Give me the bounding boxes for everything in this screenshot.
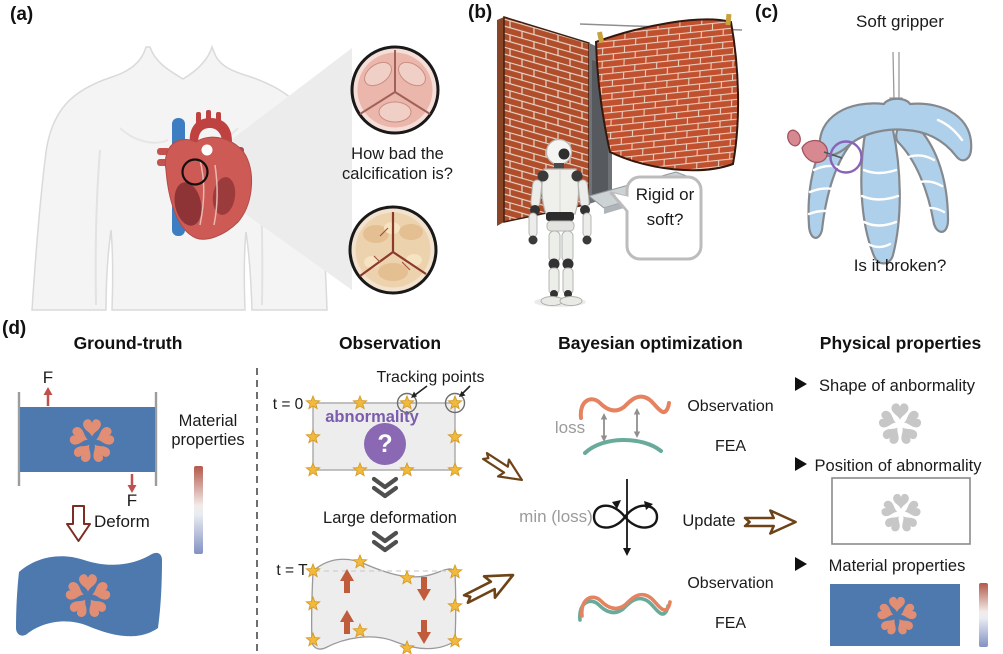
deform-arrow-icon [66, 505, 91, 542]
chevron-down-icon [371, 530, 399, 553]
optimization-loop-icon [592, 479, 659, 556]
tT-shape [310, 558, 457, 650]
material-result-colorbar [979, 583, 988, 647]
observation-curve-matched [580, 592, 672, 618]
bullet-arrow-icon [795, 457, 807, 471]
position-item-label: Position of abnormality [814, 457, 982, 475]
ground-truth-header: Ground-truth [73, 333, 183, 353]
bayesian-graphic [578, 394, 672, 622]
abnormality-label: abnormality [325, 408, 419, 426]
pin-icon [787, 129, 843, 164]
calcified-valve-icon [348, 205, 438, 295]
tracking-pointer-arrows [411, 385, 471, 398]
physical-header: Physical properties [819, 333, 982, 353]
fea-top-label: FEA [714, 438, 747, 455]
bullet-arrow-icon [795, 557, 807, 571]
fea-bottom-label: FEA [714, 615, 747, 632]
soft-gripper [807, 97, 973, 265]
broken-question: Is it broken? [853, 256, 947, 275]
material-item-label: Material properties [828, 557, 966, 575]
material-result-box [830, 584, 960, 646]
panel-b-label: (b) [468, 2, 493, 23]
brick-cloth [594, 18, 740, 172]
position-result-box [831, 477, 971, 545]
calcification-question: How bad the calcification is? [342, 145, 453, 184]
speech-bubble [609, 175, 703, 261]
fea-curve-matched [578, 596, 670, 622]
observation-top-label: Observation [687, 398, 774, 415]
loss-label: loss [554, 418, 586, 437]
shape-result-flower [877, 403, 923, 446]
force-label-bottom: F [126, 491, 138, 510]
panel-a-label: (a) [10, 4, 34, 25]
material-properties-label: Material properties [171, 412, 245, 450]
speech-bubble-text: Rigid or soft? [635, 185, 695, 229]
fea-curve [583, 438, 663, 455]
robot [528, 138, 592, 307]
deformed-specimen [16, 552, 162, 637]
panel-b-illustration [497, 13, 743, 307]
tT-label: t = T [276, 562, 308, 579]
material-colorbar [194, 466, 203, 554]
heart-illustration [157, 110, 252, 240]
observation-bottom-label: Observation [687, 575, 774, 592]
ground-truth-graphic [16, 387, 203, 637]
gripper-stripes [807, 118, 964, 249]
observation-header: Observation [338, 333, 442, 353]
abnormality-circle [364, 423, 406, 465]
t0-label: t = 0 [272, 396, 304, 413]
force-arrow-down-icon [127, 474, 137, 493]
shape-item-label: Shape of anbormality [819, 377, 975, 395]
damage-annotation-circle [829, 140, 863, 174]
bayesian-header: Bayesian optimization [558, 333, 743, 353]
panel-c-label: (c) [755, 2, 779, 23]
large-deformation-label: Large deformation [323, 509, 457, 527]
zoom-wedge [198, 48, 352, 290]
soft-gripper-title: Soft gripper [856, 12, 944, 31]
min-loss-label: min (loss) [519, 507, 593, 526]
panel-c-illustration [787, 51, 973, 265]
force-arrow-up-icon [43, 387, 53, 406]
physical-properties-graphic [795, 377, 988, 647]
question-mark-label: ? [377, 430, 393, 458]
deform-label: Deform [94, 512, 150, 531]
bullet-arrow-icon [795, 377, 807, 391]
chevron-down-icon [371, 476, 399, 499]
loss-distance-arrows [600, 408, 641, 442]
observation-curve [578, 394, 671, 420]
update-label: Update [682, 512, 736, 530]
panel-d-label: (d) [2, 318, 27, 339]
force-label-top: F [42, 368, 54, 387]
observation-graphic [305, 385, 471, 654]
panel-d-artwork [16, 368, 988, 654]
panel-a-illustration [31, 44, 440, 311]
valve-annotation-circle [181, 158, 209, 186]
healthy-valve-icon [350, 45, 440, 135]
tracking-points-label: Tracking points [376, 369, 485, 386]
